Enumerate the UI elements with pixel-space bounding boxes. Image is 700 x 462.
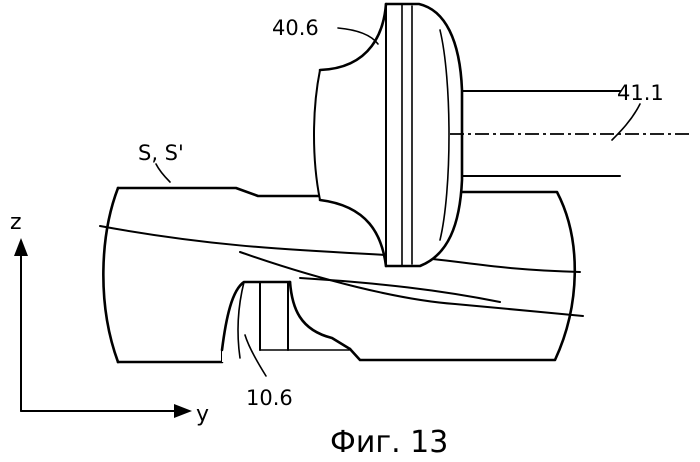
workpiece-body [103, 188, 574, 362]
figure-caption: Фиг. 13 [330, 425, 448, 460]
label-surface: S, S' [138, 141, 184, 165]
label-axis: 41.1 [617, 81, 664, 105]
label-wheel: 40.6 [272, 16, 319, 40]
label-tool: 10.6 [246, 386, 293, 410]
helix-lines [100, 226, 583, 316]
z-arrow-icon [14, 238, 28, 256]
y-arrow-icon [174, 404, 192, 418]
grinding-wheel [314, 4, 462, 266]
axis-label-z: z [10, 210, 22, 235]
cutting-tool [222, 282, 350, 362]
axis-label-y: y [196, 402, 209, 427]
